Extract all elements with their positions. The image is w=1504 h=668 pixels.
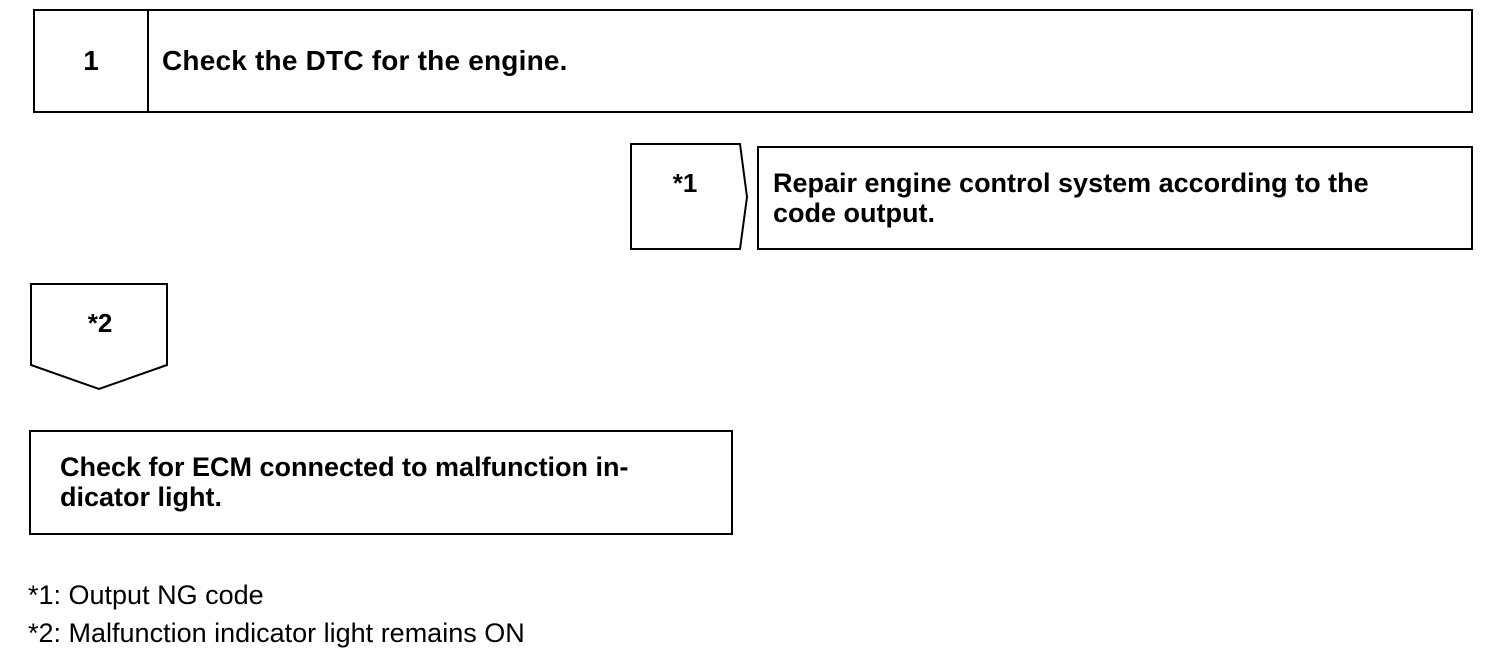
right-branch-arrow	[630, 143, 749, 250]
ecm-check-box: Check for ECM connected to malfunction i…	[29, 430, 733, 535]
down-branch-arrow	[30, 283, 168, 391]
step-box: 1 Check the DTC for the engine.	[33, 9, 1473, 113]
down-branch-marker: *2	[87, 308, 113, 338]
footnote-2: *2: Malfunction indicator light remains …	[28, 618, 525, 648]
ecm-check-line-1: Check for ECM connected to malfunction i…	[60, 452, 629, 482]
repair-result-line-1: Repair engine control system according t…	[773, 168, 1369, 198]
repair-result-line-2: code output.	[773, 198, 935, 228]
footnote-1: *1: Output NG code	[28, 580, 264, 610]
footnotes: *1: Output NG code *2: Malfunction indic…	[28, 576, 525, 652]
step-number: 1	[35, 11, 149, 111]
step-title: Check the DTC for the engine.	[162, 45, 568, 76]
ecm-check-line-2: dicator light.	[60, 482, 222, 512]
right-branch-marker: *1	[672, 168, 698, 198]
repair-result-box: Repair engine control system according t…	[757, 146, 1473, 250]
